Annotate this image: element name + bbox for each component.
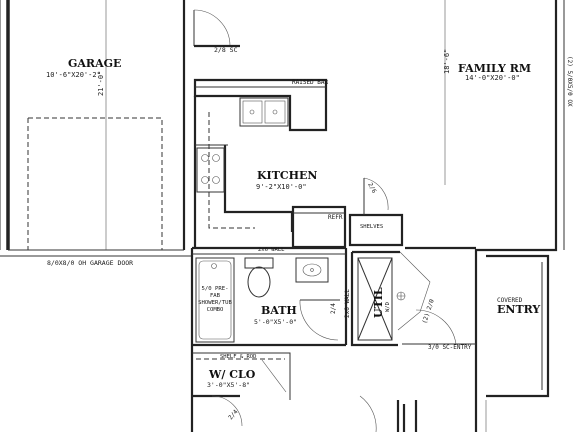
kitchen-dims: 9'-2"X10'-0" <box>256 183 307 191</box>
family-room-area <box>405 0 565 432</box>
util-wall-note: 2x6 WALL <box>344 289 351 318</box>
util-name: UTIL <box>372 287 385 318</box>
tub-note: 5/0 PRE-FAB SHOWER/TUB COMBO <box>198 286 232 313</box>
sc-door-label: 2/8 SC <box>214 46 238 54</box>
garage-door-label: 8/0X8/0 OH GARAGE DOOR <box>47 259 133 267</box>
tub-note-box: 5/0 PRE-FAB SHOWER/TUB COMBO <box>198 286 232 313</box>
entry-area <box>359 254 550 432</box>
bath-wall-note: 2x6 WALL <box>258 247 285 253</box>
garage-name: GARAGE <box>68 57 121 70</box>
bifold-label: 2/6 <box>366 182 377 195</box>
raised-bar-label: RAISED BAR <box>292 79 329 86</box>
entry-name: ENTRY <box>497 303 540 316</box>
window-note: (2) 5/0X5/0 OX <box>566 56 573 107</box>
bath-name: BATH <box>261 304 297 317</box>
garage-door-swing <box>193 9 240 48</box>
shelves-label: SHELVES <box>360 224 383 230</box>
covered-label: COVERED <box>497 297 523 304</box>
family-vertical-dim: 18'-6" <box>443 49 451 74</box>
wiclo-area <box>192 352 291 427</box>
refr-label: REFR <box>328 214 343 221</box>
kitchen-name: KITCHEN <box>257 169 317 182</box>
bath-door-label: 2/4 <box>330 303 337 314</box>
bath-area <box>190 246 348 432</box>
shelf-rod-label: SHELF & ROD <box>220 354 256 360</box>
bath-dims: 5'-0"X5'-0" <box>254 318 297 326</box>
util-area <box>350 250 431 347</box>
family-dims: 14'-0"X20'-0" <box>465 74 520 82</box>
wiclo-name: W/ CLO <box>208 368 256 381</box>
wiclo-dims: 3'-0"X5'-8" <box>207 381 250 389</box>
wd-label: W/D <box>385 302 391 312</box>
family-name: FAMILY RM <box>458 62 531 75</box>
garage-area <box>0 0 192 257</box>
kitchen-area <box>193 78 404 249</box>
entry-door-label: 3/0 SC-ENTRY <box>428 344 472 351</box>
garage-vertical-dim: 21'-0" <box>97 71 105 96</box>
garage-dims: 10'-6"X20'-2" <box>46 71 101 79</box>
